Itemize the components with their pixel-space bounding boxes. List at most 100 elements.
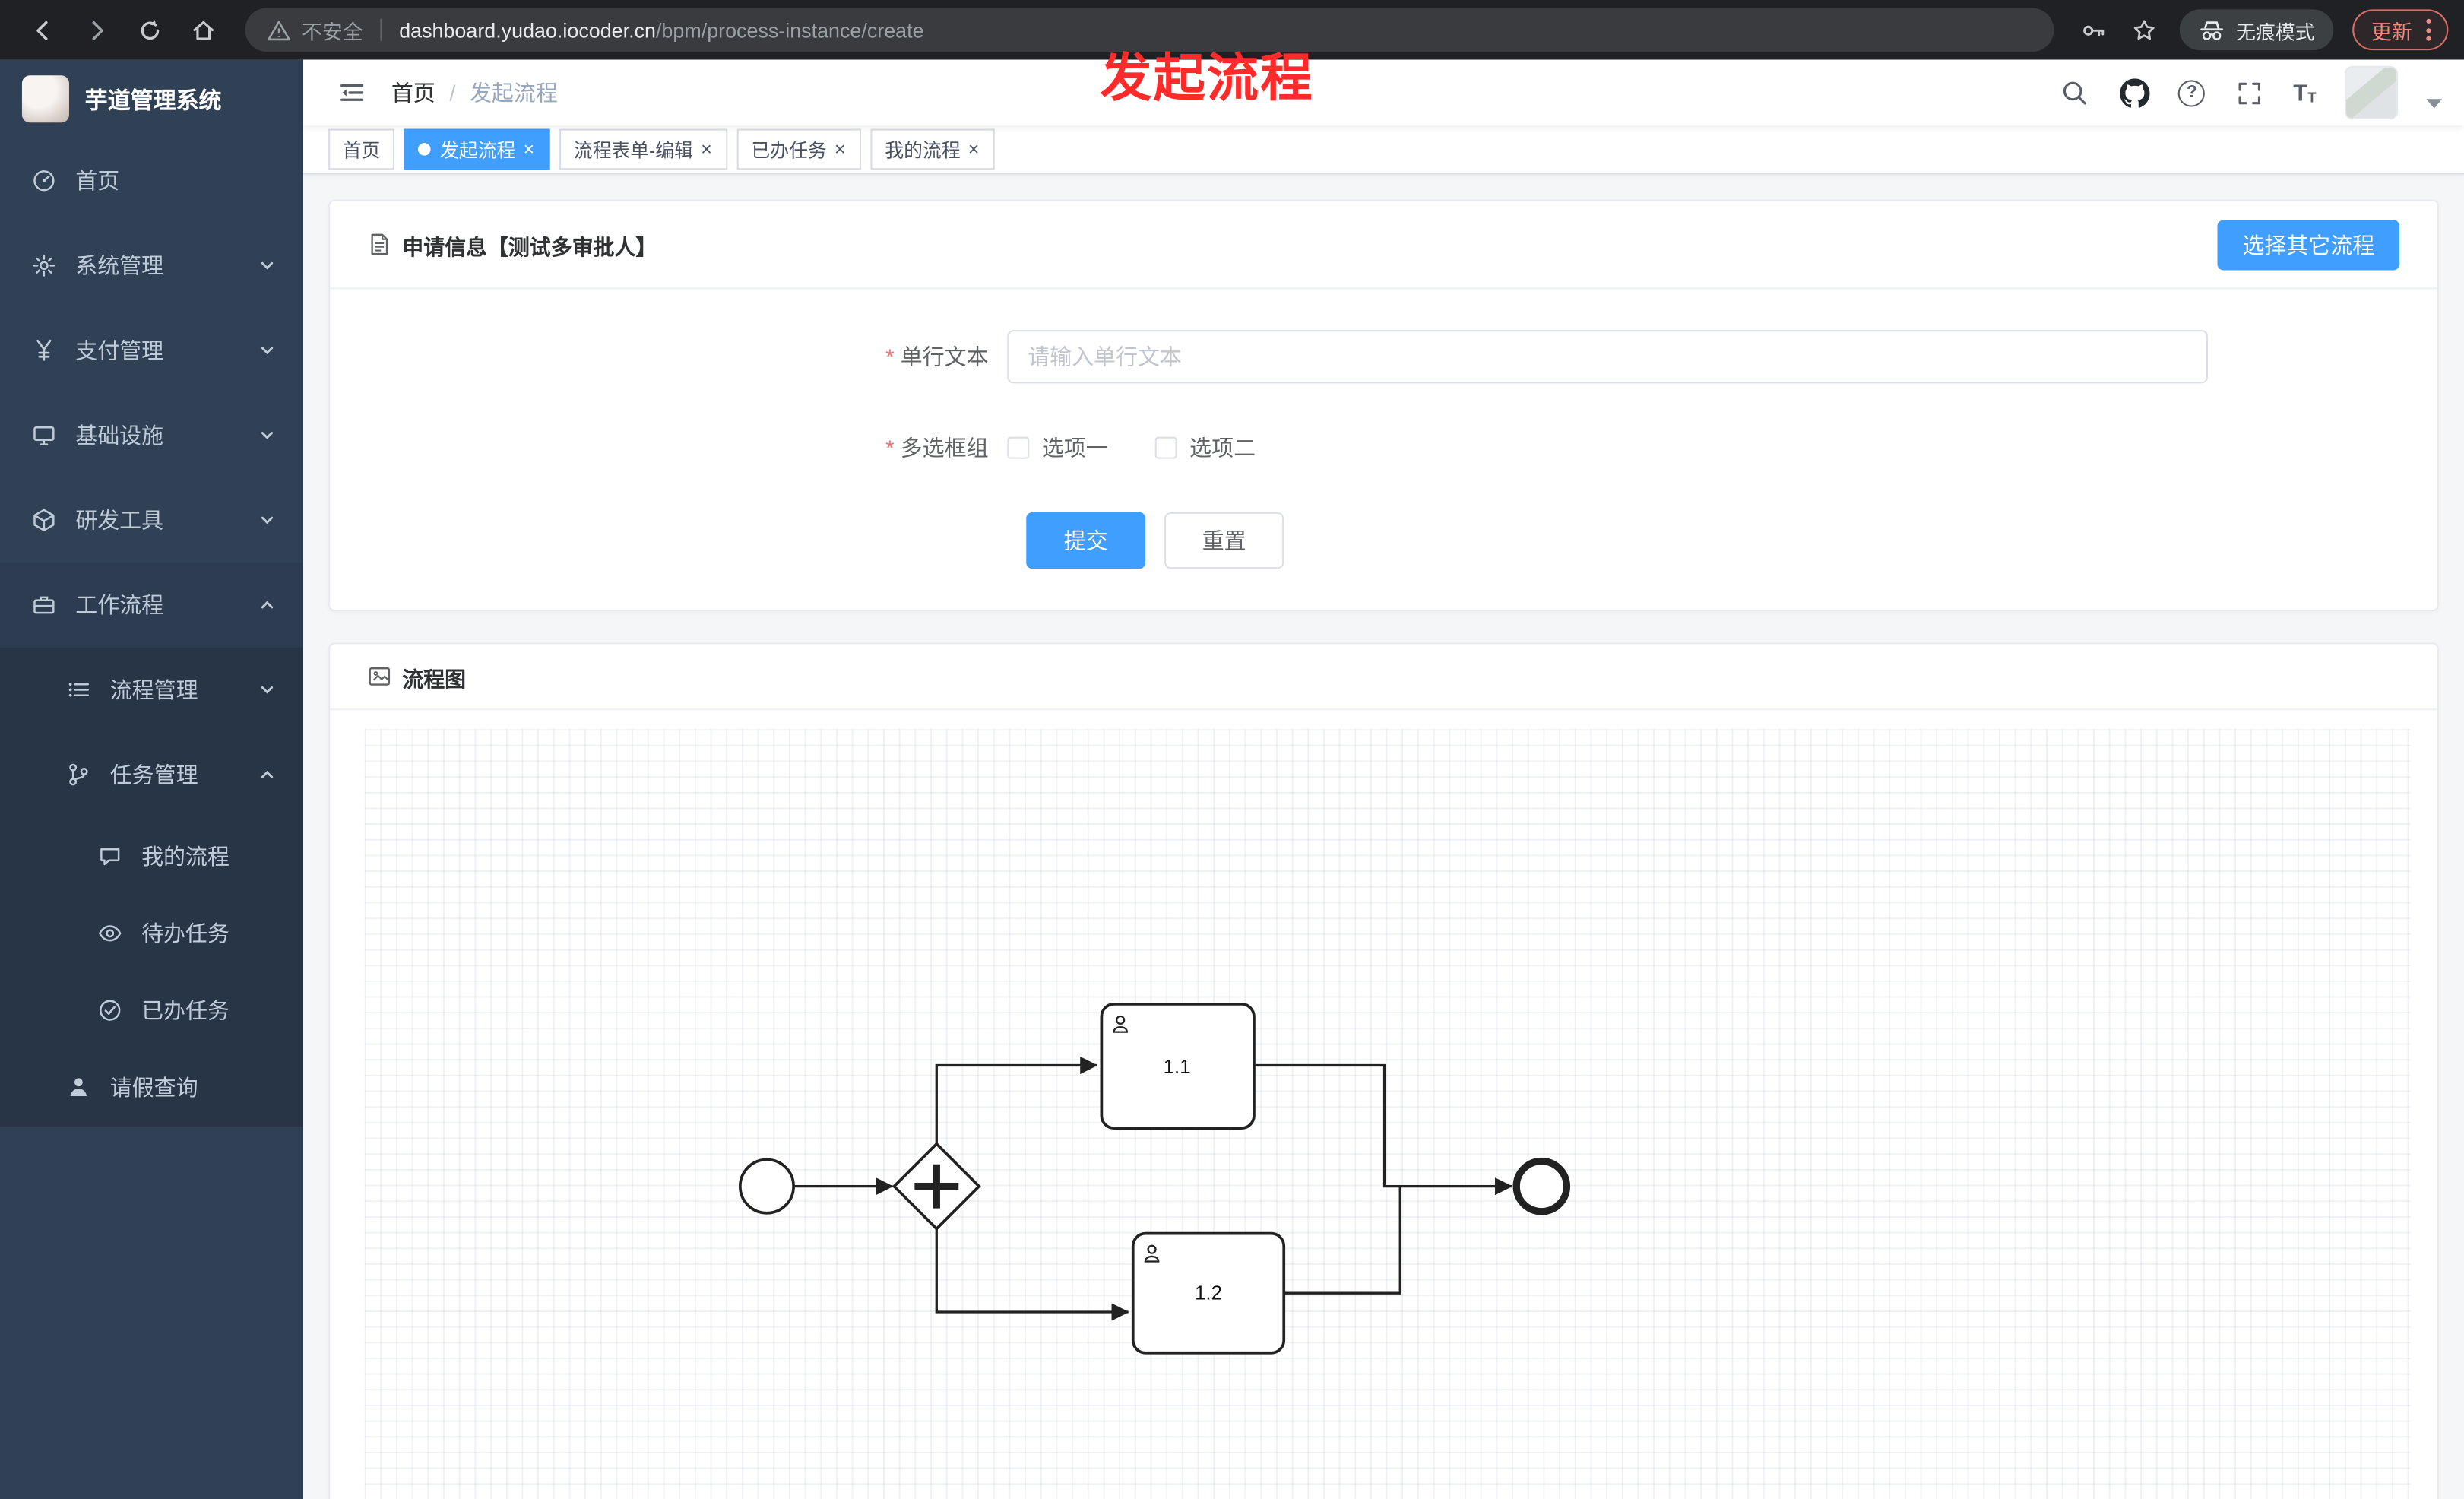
- bookmark-star-icon[interactable]: [2123, 8, 2167, 52]
- browser-update-button[interactable]: 更新: [2352, 9, 2449, 51]
- sidebar-item-done-task[interactable]: 已办任务: [0, 971, 303, 1047]
- address-bar[interactable]: 不安全 dashboard.yudao.iocoder.cn /bpm/proc…: [245, 8, 2054, 52]
- sidebar-item-label: 已办任务: [141, 997, 230, 1022]
- sidebar-item-label: 我的流程: [141, 842, 230, 869]
- sidebar-item-workflow[interactable]: 工作流程: [0, 563, 304, 648]
- user-avatar[interactable]: [2344, 65, 2399, 120]
- tab-close-icon[interactable]: ×: [701, 138, 712, 161]
- sidebar-item-process-management[interactable]: 流程管理: [0, 648, 303, 733]
- reload-icon[interactable]: [127, 8, 171, 52]
- checkbox-label: 选项一: [1041, 436, 1108, 461]
- app-title: 芋道管理系统: [84, 88, 222, 114]
- sidebar-item-my-process[interactable]: 我的流程: [0, 817, 303, 894]
- tab-start-process[interactable]: 发起流程 ×: [404, 129, 550, 170]
- tab-close-icon[interactable]: ×: [968, 138, 980, 161]
- tab-label: 已办任务: [751, 139, 827, 162]
- form-buttons-row: 提交 重置: [368, 512, 2399, 570]
- incognito-badge: 无痕模式: [2179, 9, 2334, 51]
- tab-label: 我的流程: [885, 139, 961, 162]
- sidebar-item-label: 工作流程: [75, 592, 164, 618]
- search-icon[interactable]: [2059, 77, 2090, 108]
- monitor-icon: [31, 423, 56, 448]
- diagram-card-title: 流程图: [402, 667, 467, 692]
- app-shell: 芋道管理系统 首页 系统管理 支付管理: [0, 59, 2464, 1499]
- sidebar: 芋道管理系统 首页 系统管理 支付管理: [0, 59, 304, 1499]
- tab-label: 首页: [342, 139, 381, 162]
- password-key-icon[interactable]: [2073, 8, 2117, 52]
- tab-done-tasks[interactable]: 已办任务 ×: [736, 129, 862, 170]
- end-event-node[interactable]: [1512, 1158, 1571, 1216]
- sidebar-item-system[interactable]: 系统管理: [0, 223, 303, 309]
- sidebar-item-label: 首页: [75, 168, 120, 194]
- help-icon[interactable]: ?: [2178, 79, 2206, 106]
- sidebar-item-dev-tools[interactable]: 研发工具: [0, 477, 303, 563]
- checkbox-option-2[interactable]: 选项二: [1154, 433, 1256, 464]
- user-task-icon: [1113, 1016, 1129, 1034]
- home-icon[interactable]: [181, 8, 225, 52]
- parallel-gateway-node[interactable]: [892, 1142, 981, 1231]
- github-icon[interactable]: [2119, 77, 2150, 108]
- required-mark: *: [885, 344, 895, 370]
- card-title-wrap: 流程图: [368, 661, 466, 692]
- single-line-text-input[interactable]: [1007, 330, 2208, 385]
- breadcrumb-home[interactable]: 首页: [391, 80, 435, 106]
- tab-label: 流程表单-编辑: [573, 139, 693, 162]
- caret-down-icon[interactable]: [2426, 99, 2443, 109]
- sidebar-item-label: 流程管理: [109, 677, 198, 702]
- sidebar-item-home[interactable]: 首页: [0, 138, 303, 223]
- sidebar-item-label: 系统管理: [75, 252, 164, 278]
- chevron-up-icon: [259, 767, 275, 783]
- tab-home[interactable]: 首页: [328, 129, 395, 170]
- reset-button[interactable]: 重置: [1164, 512, 1284, 570]
- checkbox-option-1[interactable]: 选项一: [1007, 433, 1108, 464]
- sidebar-item-leave-query[interactable]: 请假查询: [0, 1048, 303, 1127]
- select-other-process-button[interactable]: 选择其它流程: [2217, 220, 2400, 271]
- field-label: *多选框组: [885, 436, 989, 461]
- chevron-down-icon: [259, 343, 275, 359]
- sidebar-item-todo-task[interactable]: 待办任务: [0, 894, 303, 971]
- apply-info-card-header: 申请信息【测试多审批人】 选择其它流程: [330, 201, 2437, 290]
- sidebar-item-infrastructure[interactable]: 基础设施: [0, 393, 303, 478]
- sidebar-logo[interactable]: 芋道管理系统: [0, 60, 303, 138]
- submit-button[interactable]: 提交: [1026, 512, 1146, 570]
- process-diagram-card: 流程图: [328, 643, 2439, 1499]
- sidebar-item-task-management[interactable]: 任务管理: [0, 732, 303, 817]
- sidebar-item-label: 研发工具: [75, 507, 164, 533]
- tab-label: 发起流程: [439, 139, 516, 162]
- user-task-1-1[interactable]: 1.1: [1100, 1003, 1256, 1130]
- checkbox-icon: [1007, 437, 1030, 460]
- tab-close-icon[interactable]: ×: [523, 138, 535, 161]
- tab-my-process[interactable]: 我的流程 ×: [870, 129, 996, 170]
- task-label: 1.1: [1164, 1057, 1191, 1079]
- chevron-down-icon: [259, 427, 275, 443]
- sequence-flow-task1-end: [1253, 1064, 1513, 1196]
- security-warning-icon[interactable]: [267, 18, 290, 42]
- form-card-title: 申请信息【测试多审批人】: [402, 235, 657, 259]
- checkbox-icon: [1154, 437, 1177, 460]
- incognito-label: 无痕模式: [2236, 21, 2315, 43]
- required-mark: *: [885, 436, 895, 461]
- page-content: 申请信息【测试多审批人】 选择其它流程 *单行文本 *多选框组: [303, 175, 2464, 1499]
- apply-form: *单行文本 *多选框组 选项一: [330, 290, 2437, 610]
- tab-process-form-edit[interactable]: 流程表单-编辑 ×: [559, 129, 728, 170]
- tab-close-icon[interactable]: ×: [835, 138, 846, 161]
- back-icon[interactable]: [21, 8, 65, 52]
- user-task-1-2[interactable]: 1.2: [1131, 1232, 1286, 1355]
- chevron-down-icon: [259, 512, 275, 528]
- sidebar-item-payment[interactable]: 支付管理: [0, 308, 303, 393]
- branch-icon: [66, 762, 91, 788]
- start-event-node[interactable]: [738, 1158, 795, 1215]
- fullscreen-icon[interactable]: [2234, 77, 2265, 108]
- task-label: 1.2: [1195, 1283, 1222, 1304]
- browser-menu-icon[interactable]: [2421, 18, 2436, 41]
- tags-view-bar: 首页 发起流程 × 流程表单-编辑 × 已办任务 × 我的流程 ×: [303, 125, 2464, 176]
- forward-icon[interactable]: [74, 8, 118, 52]
- apply-info-card: 申请信息【测试多审批人】 选择其它流程 *单行文本 *多选框组: [328, 200, 2439, 612]
- bpmn-canvas[interactable]: 1.1 1.2: [364, 729, 2411, 1499]
- sidebar-collapse-icon[interactable]: [325, 66, 378, 119]
- sequence-flow-task2-merge: [1284, 1187, 1401, 1295]
